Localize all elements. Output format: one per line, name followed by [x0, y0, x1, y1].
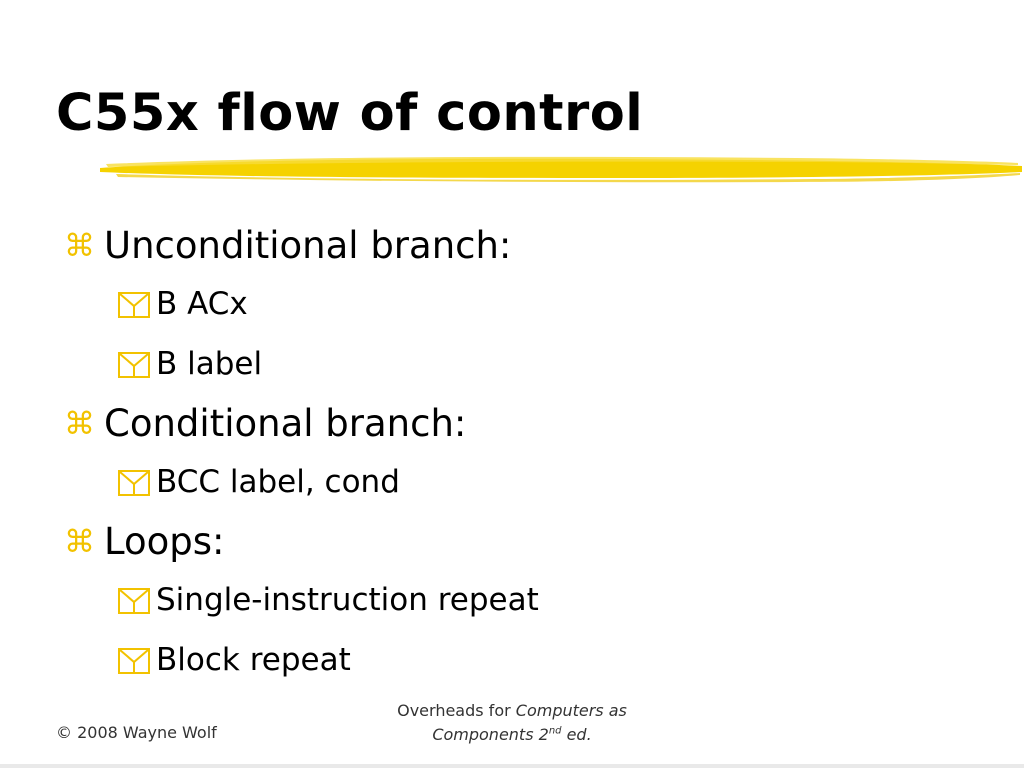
sub-bullet-text: Block repeat [156, 642, 351, 678]
command-key-icon: ⌘ [64, 406, 95, 442]
bullet-text: Unconditional branch: [104, 224, 512, 267]
bullet-item: ⌘ Loops: [64, 514, 1004, 572]
checkbox-y-icon [118, 352, 150, 378]
title-underline-brush-stroke [100, 156, 1022, 183]
footer-edition-suffix: ed. [561, 725, 592, 744]
footer-copyright: © 2008 Wayne Wolf [56, 723, 217, 742]
command-key-icon: ⌘ [64, 228, 95, 264]
sub-bullet-text: B label [156, 346, 263, 382]
bullet-item: ⌘ Unconditional branch: [64, 218, 1004, 276]
sub-bullet-item: Block repeat [64, 632, 1004, 692]
bullet-item: ⌘ Conditional branch: [64, 396, 1004, 454]
footer-book-title-line1: Computers as [515, 701, 627, 720]
sub-bullet-text: BCC label, cond [156, 464, 400, 500]
bullet-text: Loops: [104, 520, 225, 563]
footer-overheads-prefix: Overheads for [397, 701, 516, 720]
footer-book-credit: Overheads for Computers as Components 2n… [362, 699, 662, 747]
footer-book-title-line2: Components 2 [432, 725, 549, 744]
bottom-divider [0, 764, 1024, 768]
bullet-list: ⌘ Unconditional branch: B ACx B label ⌘ … [64, 218, 1004, 692]
checkbox-y-icon [118, 292, 150, 318]
footer-line-1: Overheads for Computers as [362, 699, 662, 723]
checkbox-y-icon [118, 648, 150, 674]
sub-bullet-item: B ACx [64, 276, 1004, 336]
sub-bullet-item: Single-instruction repeat [64, 572, 1004, 632]
footer-line-2: Components 2nd ed. [362, 723, 662, 747]
slide-title: C55x flow of control [56, 84, 644, 143]
sub-bullet-item: B label [64, 336, 1004, 396]
checkbox-y-icon [118, 470, 150, 496]
bullet-text: Conditional branch: [104, 402, 467, 445]
sub-bullet-item: BCC label, cond [64, 454, 1004, 514]
sub-bullet-text: B ACx [156, 286, 248, 322]
footer-edition-sup: nd [548, 725, 562, 737]
checkbox-y-icon [118, 588, 150, 614]
sub-bullet-text: Single-instruction repeat [156, 582, 539, 618]
command-key-icon: ⌘ [64, 524, 95, 560]
